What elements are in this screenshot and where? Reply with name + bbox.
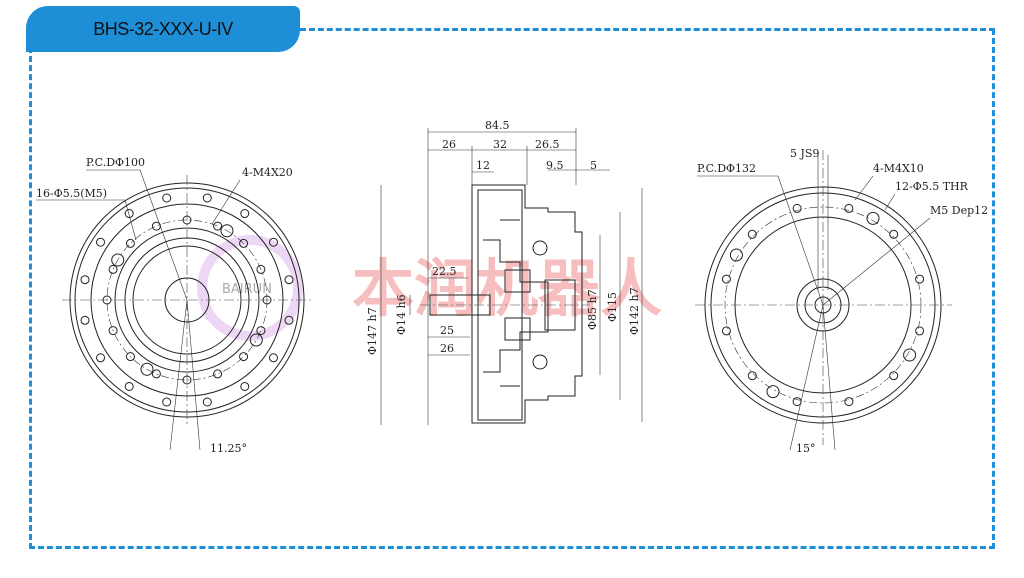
right-holes-label: 12-Φ5.5 THR	[895, 180, 969, 193]
bolt-hole	[202, 397, 212, 407]
bolt-hole	[96, 353, 106, 363]
threaded-hole	[903, 348, 917, 362]
right-angle-label: 15°	[796, 442, 816, 455]
bolt-hole	[889, 229, 899, 239]
left-pcd-label: P.C.DΦ100	[86, 156, 145, 169]
dim-dia-142: Φ142 h7	[628, 287, 641, 335]
bolt-hole	[747, 229, 757, 239]
bolt-hole	[108, 326, 118, 336]
front-view-left: P.C.DΦ100 16-Φ5.5(M5) 4-M4X20 11.25°	[36, 156, 312, 455]
drawing-frame	[29, 29, 995, 549]
bolt-hole	[182, 375, 192, 385]
dim-seg1: 26	[442, 138, 456, 151]
bolt-hole	[256, 326, 266, 336]
bolt-hole	[124, 381, 134, 391]
bolt-hole	[239, 238, 249, 248]
dim-dia-115: Φ115	[606, 292, 619, 322]
bolt-hole	[162, 397, 172, 407]
bolt-hole	[202, 193, 212, 203]
section-view: 84.5 26 32 26.5 12 9.5 5 22.5 25 26 Φ147…	[366, 119, 643, 425]
right-keyway-label: 5 JS9	[790, 147, 819, 160]
watermark-text: 本润机器人	[352, 252, 662, 325]
threaded-hole	[220, 224, 234, 238]
threaded-hole	[140, 362, 154, 376]
bolt-hole	[162, 193, 172, 203]
bolt-hole	[240, 381, 250, 391]
bolt-hole	[268, 237, 278, 247]
bolt-hole	[239, 352, 249, 362]
bolt-hole	[80, 275, 90, 285]
right-thread-label: 4-M4X10	[873, 162, 924, 175]
bolt-hole	[284, 275, 294, 285]
bolt-hole	[889, 371, 899, 381]
dim-seg3: 26.5	[535, 138, 560, 151]
dim-26: 26	[440, 342, 454, 355]
dim-5: 5	[590, 159, 597, 172]
threaded-hole	[729, 248, 743, 262]
model-title: BHS-32-XXX-U-IV	[93, 18, 233, 39]
bolt-hole	[721, 326, 731, 336]
left-angle-label: 11.25°	[210, 442, 247, 455]
bolt-hole	[284, 315, 294, 325]
bolt-hole	[844, 397, 854, 407]
dim-25: 25	[440, 324, 454, 337]
left-thread-label: 4-M4X20	[242, 166, 293, 179]
drawing-frame-top	[300, 28, 995, 31]
bolt-hole	[721, 274, 731, 284]
bolt-hole	[915, 326, 925, 336]
bolt-hole	[108, 264, 118, 274]
threaded-hole	[866, 211, 880, 225]
bolt-hole	[80, 315, 90, 325]
left-holes-label: 16-Φ5.5(M5)	[36, 187, 107, 200]
right-pcd-label: P.C.DΦ132	[697, 162, 756, 175]
bolt-hole	[151, 369, 161, 379]
bolt-hole	[151, 221, 161, 231]
watermark-logo-text: BAIRUN	[222, 282, 272, 297]
threaded-hole	[249, 333, 263, 347]
bolt-hole	[792, 203, 802, 213]
bolt-hole	[96, 237, 106, 247]
bolt-hole	[213, 369, 223, 379]
bolt-hole	[915, 274, 925, 284]
watermark: BAIRUN 本润机器人	[197, 235, 662, 341]
threaded-hole	[766, 385, 780, 399]
dim-dia-85: Φ85 h7	[586, 289, 599, 330]
dim-dia-147: Φ147 h7	[366, 307, 379, 355]
bolt-hole	[124, 209, 134, 219]
bolt-hole	[213, 221, 223, 231]
front-view-right: P.C.DΦ132 5 JS9 4-M4X10 12-Φ5.5 THR M5 D…	[695, 147, 988, 455]
title-tab: BHS-32-XXX-U-IV	[26, 6, 300, 52]
bolt-hole	[102, 295, 112, 305]
bolt-hole	[125, 352, 135, 362]
bolt-hole	[182, 215, 192, 225]
dim-dia-14: Φ14 h6	[395, 294, 408, 335]
bolt-hole	[262, 295, 272, 305]
bolt-hole	[125, 238, 135, 248]
bolt-hole	[792, 397, 802, 407]
threaded-hole	[111, 253, 125, 267]
bolt-hole	[844, 203, 854, 213]
bolt-hole	[747, 371, 757, 381]
bolt-hole	[240, 209, 250, 219]
dim-seg2: 32	[493, 138, 507, 151]
bolt-hole	[268, 353, 278, 363]
dim-9-5: 9.5	[546, 159, 564, 172]
right-tap-label: M5 Dep12	[930, 204, 988, 217]
dim-12: 12	[476, 159, 490, 172]
dim-22-5: 22.5	[432, 265, 457, 278]
dim-overall-length: 84.5	[485, 119, 510, 132]
bolt-hole	[256, 264, 266, 274]
